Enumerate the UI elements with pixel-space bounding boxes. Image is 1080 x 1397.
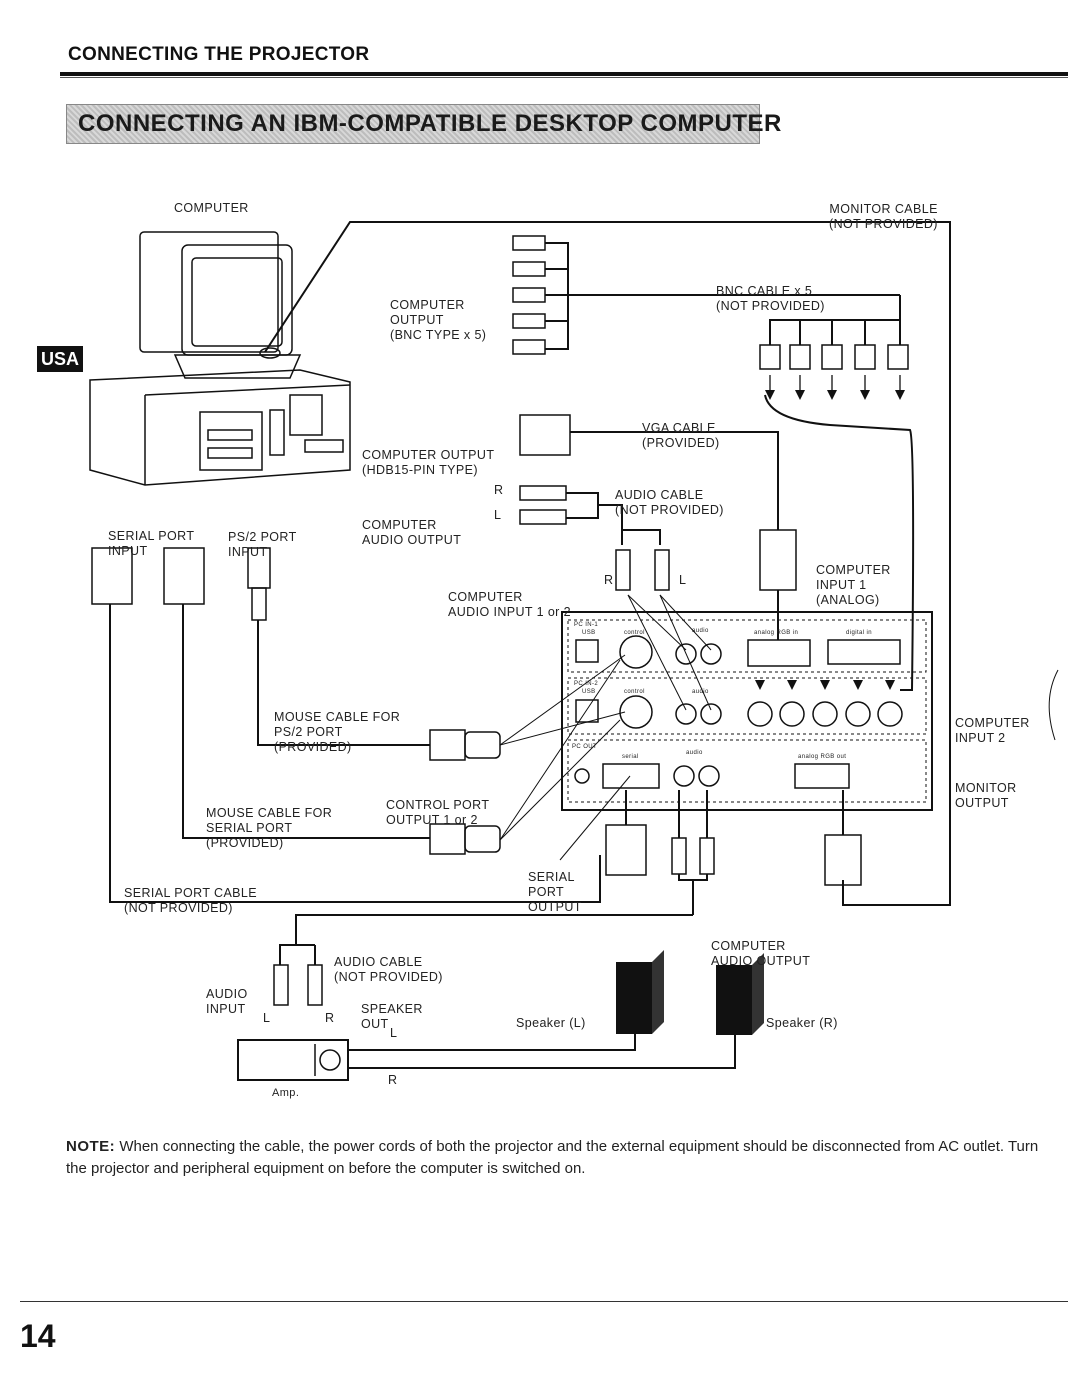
- computer-monitor-illustration: [139, 231, 302, 379]
- label-audio-l: L: [679, 573, 687, 587]
- note-text: When connecting the cable, the power cor…: [66, 1138, 1039, 1177]
- panel-label-pc-in-2: PC IN-2: [574, 681, 599, 687]
- label-audio-r-top: R: [494, 483, 504, 497]
- label-bnc-cable: BNC CABLE x 5(NOT PROVIDED): [716, 284, 825, 313]
- page-number: 14: [20, 1318, 56, 1354]
- panel-label-control-1: control: [624, 630, 645, 636]
- projector-terminal-panel: [561, 611, 933, 811]
- computer-case-illustration: [89, 369, 351, 486]
- panel-label-audio-2: audio: [692, 689, 709, 695]
- label-audio-r: R: [604, 573, 614, 587]
- label-speaker-wire-r: R: [388, 1073, 398, 1087]
- panel-label-digital-in: digital in: [846, 630, 873, 636]
- bnc-connectors-computer: [512, 235, 546, 355]
- label-amp-l: L: [263, 1011, 271, 1025]
- note-paragraph: NOTE: When connecting the cable, the pow…: [66, 1136, 1046, 1180]
- heading-rule: [60, 72, 1068, 76]
- panel-label-analog-rgb-out: analog RGB out: [798, 754, 847, 760]
- panel-label-pc-out: PC OUT: [572, 744, 598, 750]
- label-computer-output-hdb: COMPUTER OUTPUT(HDB15-PIN TYPE): [362, 448, 495, 477]
- panel-label-usb-2: USB: [582, 689, 596, 695]
- region-badge: USA: [37, 346, 83, 372]
- section-banner: [66, 104, 760, 144]
- bnc-plugs-projector: [759, 344, 909, 370]
- label-audio-cable-bottom: AUDIO CABLE(NOT PROVIDED): [334, 955, 443, 984]
- label-serial-port-cable: SERIAL PORT CABLE(NOT PROVIDED): [124, 886, 258, 915]
- monitor-cable-line: [264, 221, 951, 906]
- panel-label-audio-1: audio: [692, 628, 709, 634]
- speaker-right: [716, 953, 764, 1035]
- label-monitor-cable: MONITOR CABLE(NOT PROVIDED): [829, 202, 938, 231]
- label-computer: COMPUTER: [174, 201, 249, 215]
- label-speaker-l: Speaker (L): [516, 1016, 586, 1030]
- vga-connector-computer: [519, 414, 571, 456]
- panel-label-audio-out: audio: [686, 750, 703, 756]
- label-amp-r: R: [325, 1011, 335, 1025]
- label-audio-cable-top: AUDIO CABLE(NOT PROVIDED): [615, 488, 724, 517]
- audio-plug-r: [615, 549, 631, 591]
- label-amp: Amp.: [272, 1087, 300, 1099]
- amplifier-illustration: [237, 1039, 349, 1081]
- label-audio-l-top: L: [494, 508, 502, 522]
- panel-label-serial: serial: [622, 754, 639, 760]
- heading-rule-thin: [60, 77, 1068, 78]
- panel-label-usb-1: USB: [582, 630, 596, 636]
- note-label: NOTE:: [66, 1138, 116, 1155]
- label-speaker-r: Speaker (R): [766, 1016, 838, 1030]
- audio-plug-l: [654, 549, 670, 591]
- footer-rule: [20, 1301, 1068, 1302]
- vga-connector-projector: [759, 529, 797, 591]
- label-vga-cable: VGA CABLE(PROVIDED): [642, 421, 720, 450]
- label-speaker-wire-l: L: [390, 1026, 398, 1040]
- speaker-left: [616, 950, 664, 1034]
- panel-label-control-2: control: [624, 689, 645, 695]
- panel-label-pc-in-1: PC IN-1: [574, 622, 599, 628]
- panel-label-analog-rgb-in: analog RGB in: [754, 630, 799, 636]
- section-title: CONNECTING AN IBM-COMPATIBLE DESKTOP COM…: [78, 110, 782, 137]
- page-heading: CONNECTING THE PROJECTOR: [68, 44, 370, 65]
